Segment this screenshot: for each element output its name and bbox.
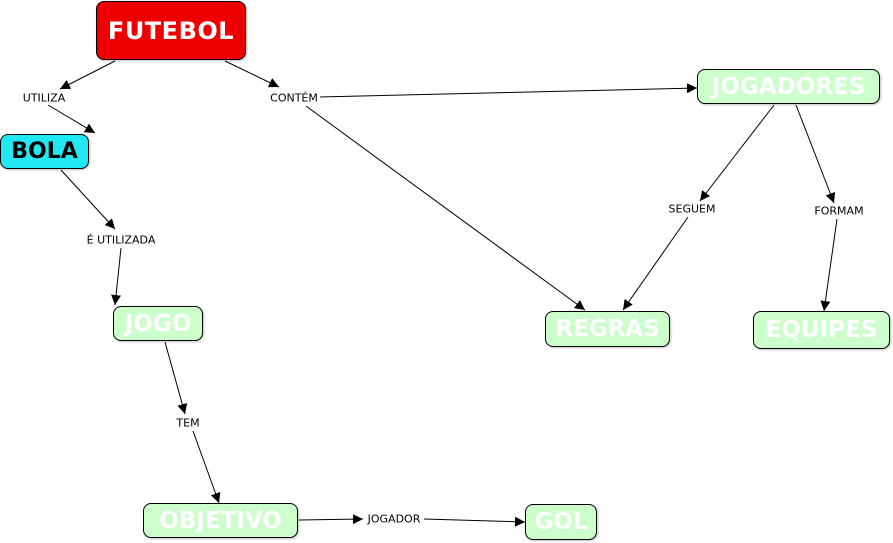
edge-futebol-contem: [224, 60, 280, 88]
link-label-utiliza[interactable]: UTILIZA: [20, 91, 68, 105]
link-label-seguem[interactable]: SEGUEM: [666, 202, 718, 216]
edge-e-utilizada-jogo: [111, 247, 122, 306]
edge-contem-jogadores: [318, 83, 698, 98]
edge-seguem-regras: [622, 216, 689, 311]
link-label-jogador[interactable]: JOGADOR: [365, 512, 423, 526]
edge-utiliza-bola: [47, 104, 96, 134]
edge-formam-equipes: [820, 218, 838, 312]
edge-jogadores-seguem: [699, 104, 775, 202]
edge-contem-regras: [305, 105, 586, 311]
concept-gol[interactable]: GOL: [525, 504, 597, 540]
concept-jogadores[interactable]: JOGADORES: [697, 69, 880, 104]
edge-jogador-gol: [423, 516, 526, 527]
edge-objetivo-jogador: [298, 514, 364, 525]
edge-futebol-utiliza: [59, 60, 116, 90]
edge-jogadores-formam: [795, 104, 836, 204]
edge-tem-objetivo: [192, 430, 221, 504]
concept-jogo[interactable]: JOGO: [113, 306, 203, 341]
link-label-e-utilizada[interactable]: É UTILIZADA: [84, 233, 158, 247]
link-label-tem[interactable]: TEM: [174, 416, 202, 430]
concept-equipes[interactable]: EQUIPES: [753, 311, 890, 349]
concept-objetivo[interactable]: OBJETIVO: [143, 503, 298, 538]
link-label-contem[interactable]: CONTÉM: [268, 91, 320, 105]
edge-jogo-tem: [164, 341, 188, 415]
concept-regras[interactable]: REGRAS: [545, 311, 670, 347]
edge-bola-e-utilizada: [60, 169, 116, 230]
link-label-formam[interactable]: FORMAM: [812, 204, 866, 218]
concept-bola[interactable]: BOLA: [0, 134, 89, 169]
concept-futebol[interactable]: FUTEBOL: [96, 1, 246, 60]
